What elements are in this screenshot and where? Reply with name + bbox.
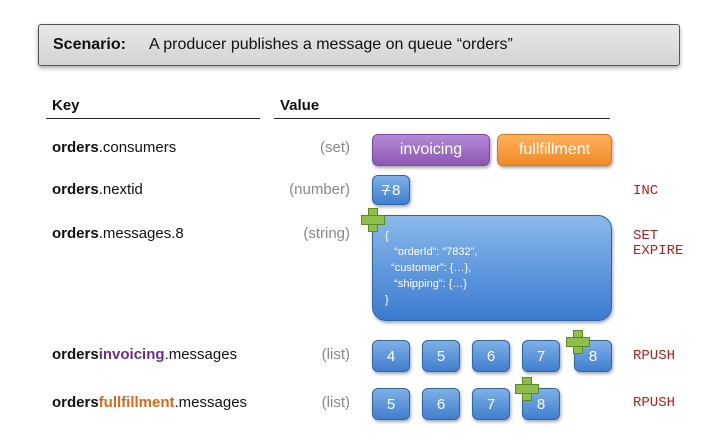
type-list: (list) <box>321 394 350 411</box>
type-number: (number) <box>289 181 350 198</box>
json-line: } <box>385 294 389 306</box>
nextid-old-value: 7 <box>381 181 390 199</box>
plus-icon <box>566 330 590 354</box>
plus-icon <box>361 208 385 232</box>
scenario-text: A producer publishes a message on queue … <box>149 36 513 53</box>
command-set: SET <box>633 228 659 244</box>
consumer-invoicing: invoicing <box>372 134 490 166</box>
command-rpush: RPUSH <box>633 395 676 411</box>
consumer-fullfillment: fullfillment <box>497 134 612 166</box>
command-rpush: RPUSH <box>633 348 676 364</box>
type-string: (string) <box>303 225 350 242</box>
type-set: (set) <box>320 139 350 156</box>
list-item: 7 <box>472 388 510 420</box>
list-item: 6 <box>472 340 510 372</box>
key-orders-nextid: orders.nextid <box>52 181 143 198</box>
json-line: “orderId”: “7832”, <box>385 246 478 258</box>
plus-icon <box>515 377 539 401</box>
list-item: 5 <box>372 388 410 420</box>
type-list: (list) <box>321 346 350 363</box>
command-expire: EXPIRE <box>633 243 684 259</box>
key-orders-consumers: orders.consumers <box>52 139 177 156</box>
json-line: “shipping”: {…} <box>385 278 467 290</box>
nextid-value: 7 8 <box>372 175 410 205</box>
json-line: “customer”: {…}, <box>385 262 472 274</box>
list-item: 7 <box>522 340 560 372</box>
command-inc: INC <box>633 183 659 199</box>
list-item: 5 <box>422 340 460 372</box>
key-orders-messages-8: orders.messages.8 <box>52 225 184 242</box>
value-header: Value <box>280 97 320 114</box>
key-header-rule <box>46 118 260 119</box>
list-item: 6 <box>422 388 460 420</box>
json-line: { <box>385 230 389 242</box>
key-orders-fullfillment-messages: ordersfullfillment.messages <box>52 394 248 411</box>
key-header: Key <box>52 97 80 114</box>
scenario-banner: Scenario: A producer publishes a message… <box>38 24 680 66</box>
value-header-rule <box>274 118 610 119</box>
list-item: 4 <box>372 340 410 372</box>
message-json-value: { “orderId”: “7832”, “customer”: {…}, “s… <box>372 215 612 321</box>
nextid-new-value: 8 <box>392 181 401 199</box>
scenario-label: Scenario: <box>53 36 126 53</box>
key-orders-invoicing-messages: ordersinvoicing.messages <box>52 346 238 363</box>
